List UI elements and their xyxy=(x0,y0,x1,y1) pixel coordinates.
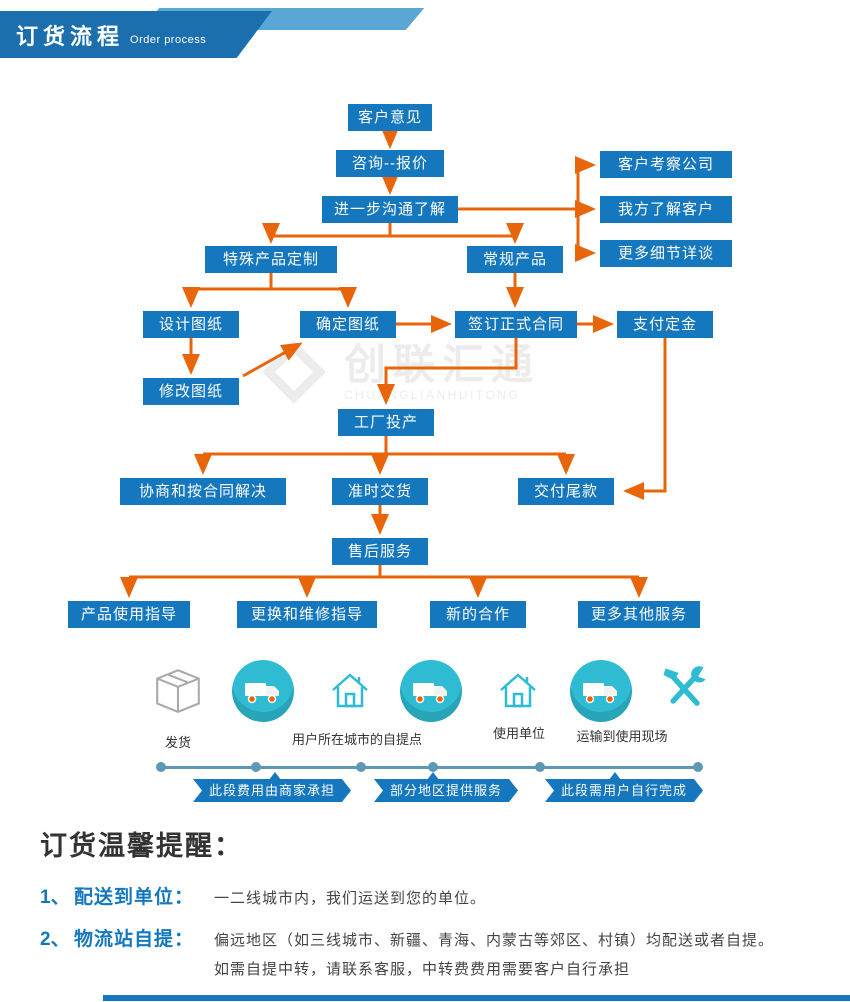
timeline-dot xyxy=(428,762,438,772)
watermark-text: 创联汇通 xyxy=(344,340,541,388)
flow-node-further-communication: 进一步沟通了解 xyxy=(322,196,458,223)
brand-diamond-icon xyxy=(262,340,326,404)
step-label-pickup: 用户所在城市的自提点 xyxy=(291,732,422,747)
flow-node-repair-guidance: 更换和维修指导 xyxy=(237,601,377,628)
truck-icon xyxy=(570,660,632,722)
flow-node-factory-production: 工厂投产 xyxy=(338,409,434,436)
timeline-dot xyxy=(693,762,703,772)
step-label-transport: 运输到使用现场 xyxy=(576,729,668,744)
flow-node-usage-guidance: 产品使用指导 xyxy=(68,601,190,628)
timeline-dot xyxy=(156,762,166,772)
flow-node-customer-opinion: 客户意见 xyxy=(348,104,432,131)
flow-node-pay-deposit: 支付定金 xyxy=(617,311,713,338)
flow-node-sign-contract: 签订正式合同 xyxy=(455,311,577,338)
flow-node-understand-client: 我方了解客户 xyxy=(600,196,732,223)
page-title: 订货流程 xyxy=(16,23,125,49)
flow-node-design-drawing: 设计图纸 xyxy=(143,311,239,338)
house-icon xyxy=(328,668,372,717)
flow-node-pay-balance: 交付尾款 xyxy=(518,478,614,505)
page-header: 订货流程 Order process xyxy=(0,11,272,58)
package-icon xyxy=(152,664,204,721)
ribbon-pointer xyxy=(269,772,281,780)
flow-node-modify-drawing: 修改图纸 xyxy=(143,378,239,405)
timeline-dot xyxy=(535,762,545,772)
flow-node-on-time-delivery: 准时交货 xyxy=(332,478,428,505)
flow-node-consult-quote: 咨询--报价 xyxy=(336,150,444,177)
truck-icon xyxy=(400,660,462,722)
step-label-ship: 发货 xyxy=(164,735,191,750)
flow-node-custom-product: 特殊产品定制 xyxy=(205,246,337,273)
reminder-item-pickup: 2、 物流站自提： 偏远地区（如三线城市、新疆、青海、内蒙古等郊区、村镇）均配送… xyxy=(40,924,774,951)
truck-icon xyxy=(232,660,294,722)
reminder-item-delivery: 1、 配送到单位： 一二线城市内，我们运送到您的单位。 xyxy=(40,882,486,909)
flow-node-client-visit-company: 客户考察公司 xyxy=(600,151,732,178)
watermark: 创联汇通 CHUANGLIANHUITONG xyxy=(258,336,540,408)
flow-node-negotiate-contract: 协商和按合同解决 xyxy=(120,478,286,505)
ribbon-user-complete: 此段需用户自行完成 xyxy=(545,779,703,802)
flow-node-new-cooperation: 新的合作 xyxy=(430,601,526,628)
reminder-item-number: 1、 xyxy=(40,887,70,908)
tools-icon xyxy=(658,662,710,719)
flow-node-more-services: 更多其他服务 xyxy=(578,601,700,628)
page-subtitle: Order process xyxy=(130,33,207,46)
flow-node-after-sales: 售后服务 xyxy=(332,538,428,565)
reminder-title: 订货温馨提醒： xyxy=(40,831,243,861)
ribbon-merchant-cost: 此段费用由商家承担 xyxy=(193,779,351,802)
timeline-dot xyxy=(356,762,366,772)
step-label-unit: 使用单位 xyxy=(492,726,545,741)
reminder-item-body: 一二线城市内，我们运送到您的单位。 xyxy=(214,890,487,907)
ribbon-pointer xyxy=(427,772,439,780)
ribbon-pointer xyxy=(609,772,621,780)
reminder-item-heading: 配送到单位： xyxy=(74,887,195,908)
flow-node-more-details: 更多细节详谈 xyxy=(600,240,732,267)
reminder-item-heading: 物流站自提： xyxy=(74,929,195,950)
reminder-item-number: 2、 xyxy=(40,929,70,950)
reminder-note: 如需自提中转，请联系客服，中转费费用需要客户自行承担 xyxy=(214,961,631,978)
ribbon-partial-service: 部分地区提供服务 xyxy=(374,779,518,802)
bottom-divider xyxy=(103,995,850,1001)
house-icon xyxy=(496,668,540,717)
flow-node-confirm-drawing: 确定图纸 xyxy=(300,311,396,338)
timeline-dot xyxy=(251,762,261,772)
flow-node-regular-product: 常规产品 xyxy=(467,246,563,273)
watermark-subtext: CHUANGLIANHUITONG xyxy=(344,388,521,403)
reminder-item-body: 偏远地区（如三线城市、新疆、青海、内蒙古等郊区、村镇）均配送或者自提。 xyxy=(214,932,775,949)
